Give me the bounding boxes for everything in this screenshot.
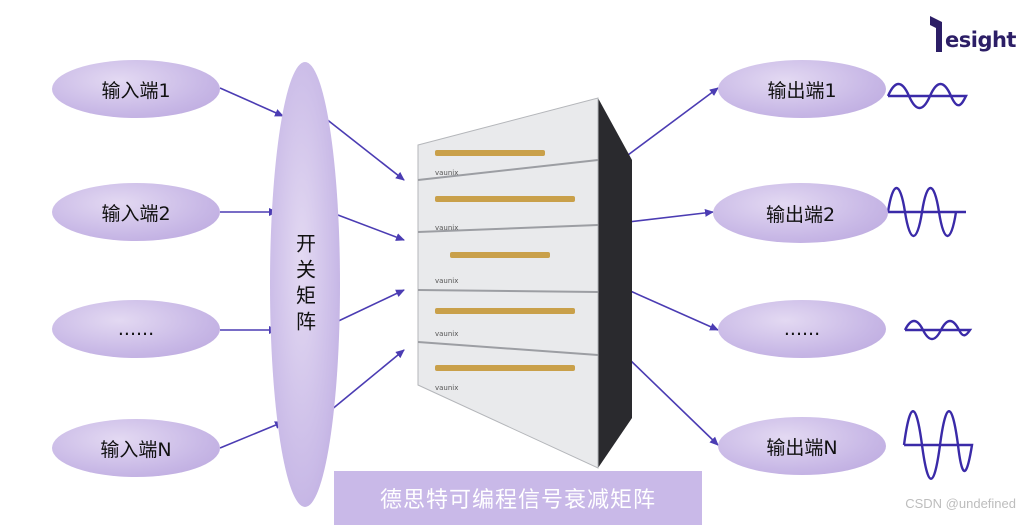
arrow-switch-device-2: [329, 211, 405, 241]
input-label-3: ......: [117, 318, 155, 340]
output-node-2: 输出端2: [713, 183, 888, 243]
input-label-1: 输入端1: [101, 79, 171, 102]
output-label-N: 输出端N: [766, 436, 838, 459]
diagram-caption: 德思特可编程信号衰减矩阵: [334, 471, 702, 525]
device-brand-1: vaunix: [435, 169, 458, 177]
input-label-N: 输入端N: [100, 438, 172, 461]
wave-output1: [886, 82, 968, 110]
arrow-inputN-switch: [219, 421, 284, 449]
caption-text: 德思特可编程信号衰减矩阵: [379, 488, 656, 513]
wave-outputN: [902, 410, 974, 480]
output-node-1: 输出端1: [718, 60, 886, 118]
switch-matrix-node: 开关矩阵: [270, 62, 340, 507]
matrix-device: vaunix vaunix vaunix vaunix vaunix: [417, 97, 632, 469]
arrow-device-outputN: [627, 357, 719, 446]
watermark: CSDN @undefined: [905, 496, 1016, 511]
input-node-1: 输入端1: [52, 60, 220, 118]
arrow-device-output1: [627, 87, 719, 156]
logo-text: esight: [945, 28, 1016, 52]
device-brand-5: vaunix: [435, 384, 458, 392]
arrow-device-output3: [627, 289, 719, 331]
device-brand-3: vaunix: [435, 277, 458, 285]
arrow-switch-device-3: [329, 289, 405, 326]
device-brand-2: vaunix: [435, 224, 458, 232]
logo-mark-icon: [930, 16, 942, 52]
wave-output2: [886, 187, 966, 237]
wave-output3: [903, 319, 973, 341]
output-label-2: 输出端2: [765, 203, 836, 226]
device-brand-4: vaunix: [435, 330, 458, 338]
output-label-3: ......: [783, 318, 821, 340]
arrow-device-output2: [627, 208, 714, 223]
arrow-input1-switch: [219, 87, 284, 117]
input-label-2: 输入端2: [101, 202, 171, 225]
arrow-switch-device-1: [324, 117, 405, 181]
output-node-N: 输出端N: [718, 417, 886, 475]
input-node-2: 输入端2: [52, 183, 220, 241]
output-label-1: 输出端1: [767, 79, 837, 102]
input-node-N: 输入端N: [52, 419, 220, 477]
switch-matrix-label: 开关矩阵: [292, 232, 317, 337]
arrow-switch-device-4: [324, 349, 405, 416]
input-node-3: ......: [52, 300, 220, 358]
output-node-3: ......: [718, 300, 886, 358]
